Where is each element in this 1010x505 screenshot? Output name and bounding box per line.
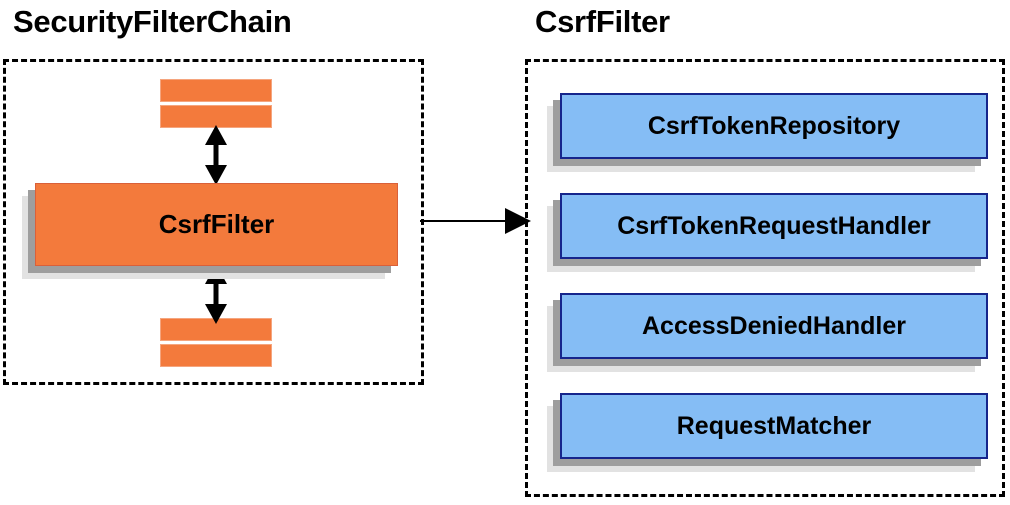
arrow-connector-chain-to-filter bbox=[420, 208, 531, 234]
panel-title-security-filter-chain: SecurityFilterChain bbox=[13, 4, 292, 39]
filter-bar-bottom-2 bbox=[160, 344, 272, 367]
node-label: CsrfTokenRepository bbox=[647, 111, 901, 140]
node-face: RequestMatcher bbox=[560, 393, 988, 459]
node-label: AccessDeniedHandler bbox=[641, 311, 906, 340]
filter-bar-top-1 bbox=[160, 79, 272, 102]
node-label: CsrfTokenRequestHandler bbox=[617, 211, 931, 240]
node-csrf-token-repository[interactable]: CsrfTokenRepository bbox=[547, 93, 988, 172]
node-face: CsrfTokenRepository bbox=[560, 93, 988, 159]
node-access-denied-handler[interactable]: AccessDeniedHandler bbox=[547, 293, 988, 372]
node-label: RequestMatcher bbox=[676, 411, 872, 440]
arrow-chain-to-csrffilter-upper bbox=[205, 125, 227, 185]
node-face: CsrfFilter bbox=[35, 183, 398, 266]
node-csrf-token-request-handler[interactable]: CsrfTokenRequestHandler bbox=[547, 193, 988, 272]
node-face: AccessDeniedHandler bbox=[560, 293, 988, 359]
panel-title-csrf-filter: CsrfFilter bbox=[535, 4, 670, 39]
node-face: CsrfTokenRequestHandler bbox=[560, 193, 988, 259]
csrf-filter-container bbox=[525, 59, 1005, 497]
node-csrffilter[interactable]: CsrfFilter bbox=[22, 183, 398, 279]
node-request-matcher[interactable]: RequestMatcher bbox=[547, 393, 988, 472]
node-label: CsrfFilter bbox=[158, 209, 275, 239]
